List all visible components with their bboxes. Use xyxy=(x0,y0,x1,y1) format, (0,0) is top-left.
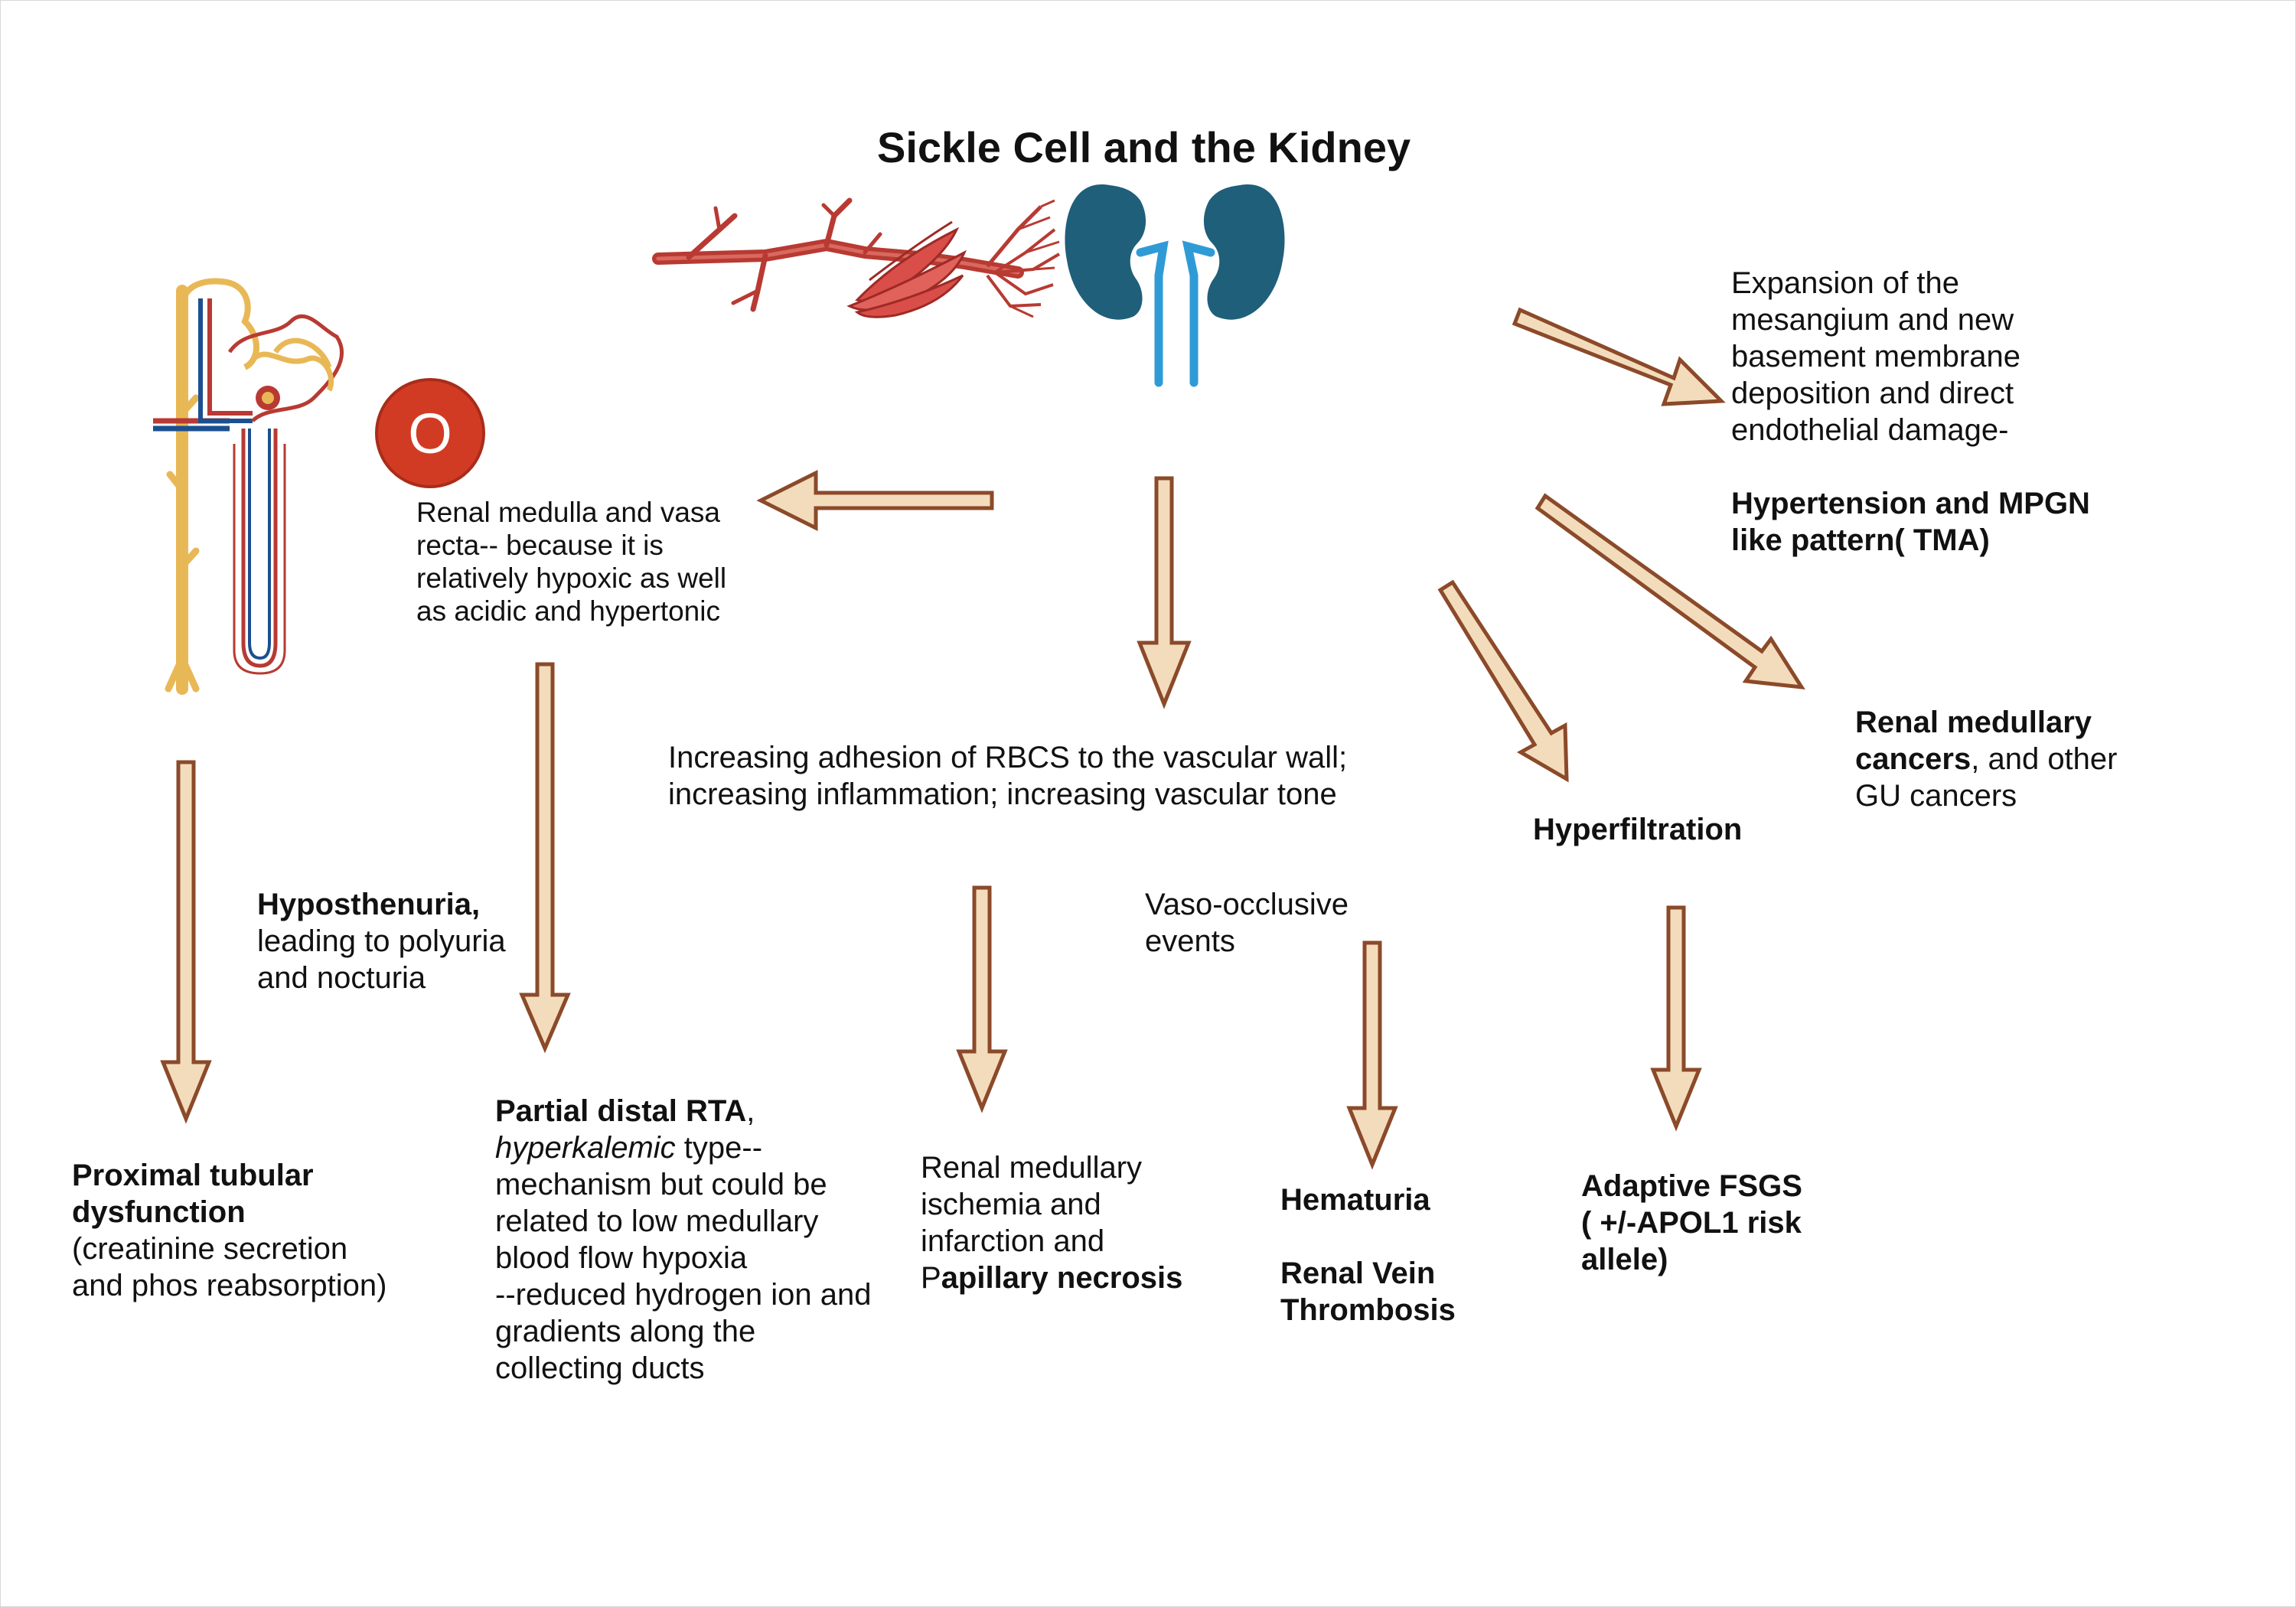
fsgs-heading: Adaptive FSGS xyxy=(1581,1169,1802,1203)
kidneys-illustration xyxy=(1065,184,1285,387)
rta-line: --reduced hydrogen ion and xyxy=(495,1278,872,1312)
arrow-to-cancers xyxy=(1534,493,1805,690)
hyposthenuria-heading: Hyposthenuria, xyxy=(257,888,481,921)
proximal-heading: Proximal tubular xyxy=(72,1159,314,1192)
oxygen-symbol: O xyxy=(375,378,485,488)
nephron-illustration xyxy=(153,278,344,695)
ischemia-line: ischemia and xyxy=(921,1188,1101,1221)
blood-vessel-illustration xyxy=(652,197,1061,318)
rta-line: collecting ducts xyxy=(495,1351,705,1385)
ischemia-line: infarction and xyxy=(921,1224,1105,1258)
cancers-heading: Renal medullary xyxy=(1855,706,2092,739)
mesangium-line: basement membrane xyxy=(1731,340,2020,373)
ischemia-p: P xyxy=(921,1261,941,1295)
vaso-occlusive-text: Vaso-occlusive events xyxy=(1145,886,1349,960)
mesangium-text: Expansion of the mesangium and new basem… xyxy=(1731,265,2090,559)
arrow-down-to-fsgs xyxy=(1650,905,1702,1132)
cancers-text: Renal medullary cancers, and other GU ca… xyxy=(1855,704,2117,814)
cancers-suffix: , and other xyxy=(1971,742,2118,776)
mesangium-line: mesangium and new xyxy=(1731,303,2014,337)
fsgs-text: Adaptive FSGS ( +/-APOL1 risk allele) xyxy=(1581,1168,1802,1278)
rta-type: type-- xyxy=(675,1131,763,1165)
proximal-text: Proximal tubular dysfunction (creatinine… xyxy=(72,1157,386,1304)
arrow-down-to-hematuria xyxy=(1346,940,1398,1170)
page-title: Sickle Cell and the Kidney xyxy=(877,123,1411,171)
cancers-line: GU cancers xyxy=(1855,779,2017,813)
hyperfiltration-label: Hyperfiltration xyxy=(1533,813,1743,846)
ischemia-text: Renal medullary ischemia and infarction … xyxy=(921,1149,1182,1296)
arrow-left-to-medulla xyxy=(756,469,994,532)
proximal-heading: dysfunction xyxy=(72,1195,246,1229)
vaso-line: Vaso-occlusive xyxy=(1145,888,1349,921)
fsgs-heading: ( +/-APOL1 risk xyxy=(1581,1206,1802,1240)
adhesion-text: Increasing adhesion of RBCS to the vascu… xyxy=(668,739,1347,813)
rta-line: mechanism but could be xyxy=(495,1168,827,1201)
renal-vein-heading: Renal Vein xyxy=(1280,1257,1436,1290)
arrow-to-mesangium xyxy=(1512,307,1726,406)
mesangium-line: deposition and direct xyxy=(1731,376,2014,410)
papillary-necrosis-heading: apillary necrosis xyxy=(941,1261,1183,1295)
medulla-line: as acidic and hypertonic xyxy=(416,595,720,627)
medulla-line: Renal medulla and vasa xyxy=(416,497,720,528)
sickle-cells-illustration xyxy=(846,220,967,318)
vaso-line: events xyxy=(1145,924,1235,958)
medulla-line: recta-- because it is xyxy=(416,530,664,561)
medulla-text: Renal medulla and vasa recta-- because i… xyxy=(416,496,726,627)
oxygen-symbol-label: O xyxy=(408,402,452,465)
adhesion-line: increasing inflammation; increasing vasc… xyxy=(668,777,1337,811)
rta-comma: , xyxy=(746,1094,755,1128)
cancers-heading: cancers xyxy=(1855,742,1971,776)
arrow-down-to-proximal xyxy=(160,760,212,1124)
medulla-line: relatively hypoxic as well xyxy=(416,562,727,594)
adhesion-line: Increasing adhesion of RBCS to the vascu… xyxy=(668,741,1348,774)
proximal-line: and phos reabsorption) xyxy=(72,1269,387,1302)
hyposthenuria-line: leading to polyuria xyxy=(257,924,506,958)
hyposthenuria-text: Hyposthenuria, leading to polyuria and n… xyxy=(257,886,506,996)
mesangium-line: Expansion of the xyxy=(1731,266,1959,300)
rta-line: related to low medullary xyxy=(495,1204,819,1238)
hyposthenuria-line: and nocturia xyxy=(257,961,426,995)
arrow-down-to-rta xyxy=(519,662,571,1054)
arrow-to-hyperfiltration xyxy=(1437,579,1569,783)
hypertension-heading: Hypertension and MPGN xyxy=(1731,487,2090,520)
rta-hyperkalemic: hyperkalemic xyxy=(495,1131,676,1165)
rta-heading: Partial distal RTA xyxy=(495,1094,747,1128)
hypertension-heading: like pattern( TMA) xyxy=(1731,523,1990,557)
hematuria-text: Hematuria Renal Vein Thrombosis xyxy=(1280,1182,1456,1328)
arrow-down-to-ischemia xyxy=(956,885,1008,1113)
hematuria-heading: Hematuria xyxy=(1280,1183,1430,1217)
renal-vein-heading: Thrombosis xyxy=(1280,1293,1456,1327)
proximal-line: (creatinine secretion xyxy=(72,1232,348,1266)
rta-text: Partial distal RTA, hyperkalemic type-- … xyxy=(495,1093,871,1387)
rta-line: blood flow hypoxia xyxy=(495,1241,748,1275)
ischemia-line: Renal medullary xyxy=(921,1151,1143,1185)
fsgs-heading: allele) xyxy=(1581,1243,1668,1276)
rta-line: gradients along the xyxy=(495,1315,756,1348)
mesangium-line: endothelial damage- xyxy=(1731,413,2009,447)
arrow-down-to-adhesion xyxy=(1137,476,1192,709)
